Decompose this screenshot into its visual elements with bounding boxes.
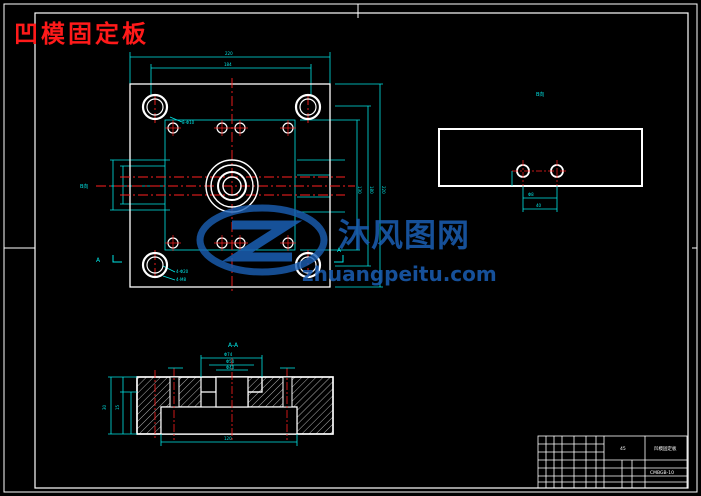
die-opening [205,159,259,213]
svg-text:180: 180 [369,186,374,194]
section-view-aa: A-A [102,342,334,446]
svg-text:8-Φ10: 8-Φ10 [182,120,195,125]
title-block-text: 45 凹模固定板 CMBGB-10 [620,445,677,476]
svg-text:Φ50: Φ50 [226,359,235,364]
screw-hole-centers [165,120,296,251]
sheet-border [3,3,698,493]
watermark-logo-icon [196,204,328,276]
side-view-b: B向 Φ8 40 [438,91,643,212]
section-cut-label-left: A [96,257,101,264]
svg-text:4-Φ20: 4-Φ20 [176,269,189,274]
svg-text:220: 220 [225,51,233,56]
title-block-drawing-no: CMBGB-10 [650,470,674,476]
title-block [537,435,688,489]
view-label-b: B向 [536,91,544,98]
svg-text:220: 220 [381,186,386,194]
watermark-en: zhuangpeitu.com [302,262,497,286]
svg-text:130: 130 [357,186,362,194]
watermark-cn: 沐风图网 [338,216,471,254]
svg-text:120: 120 [224,436,232,441]
plan-dimensions [110,52,383,288]
svg-text:30: 30 [102,404,107,410]
section-title-aa: A-A [228,342,239,349]
view-label-b-left: B向 [80,183,88,190]
drawing-title: 凹模固定板 [14,20,149,48]
title-block-material: 45 [620,446,626,452]
svg-text:15: 15 [115,404,120,410]
title-block-part-name: 凹模固定板 [654,445,677,452]
svg-text:Φ40: Φ40 [226,365,235,370]
svg-text:40: 40 [536,203,542,208]
svg-text:4-M8: 4-M8 [176,277,186,282]
svg-text:184: 184 [224,62,232,67]
svg-text:Φ8: Φ8 [528,192,534,197]
svg-text:Φ74: Φ74 [224,352,233,357]
section-cut-label-right: A [337,247,342,254]
plan-view: 220 184 220 180 130 4-Φ20 4-M8 8-Φ10 A A… [80,51,386,292]
cut-markers [112,255,344,263]
